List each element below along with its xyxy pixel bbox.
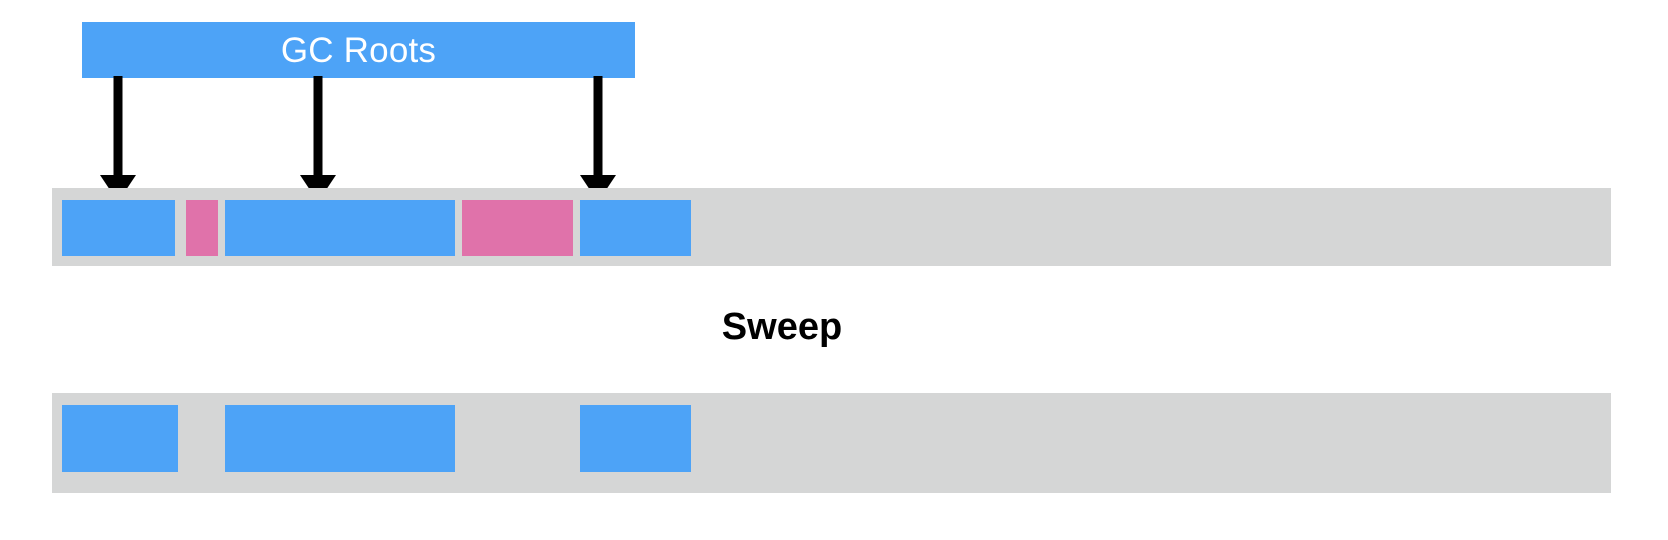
heap-garbage-block	[186, 200, 218, 256]
root-reference-arrow-2	[290, 76, 346, 202]
heap-after-sweep	[52, 393, 1611, 493]
heap-before-sweep	[52, 188, 1611, 266]
heap-live-block	[225, 405, 455, 472]
heap-live-block	[62, 200, 175, 256]
sweep-phase-label: Sweep	[0, 308, 1668, 346]
heap-live-block	[225, 200, 455, 256]
sweep-phase-text: Sweep	[721, 306, 843, 348]
root-reference-arrow-3	[570, 76, 626, 202]
gc-roots-box: GC Roots	[82, 22, 635, 78]
gc-roots-label: GC Roots	[280, 30, 437, 70]
root-reference-arrow-1	[90, 76, 146, 202]
heap-garbage-block	[462, 200, 573, 256]
heap-live-block	[580, 200, 691, 256]
heap-live-block	[62, 405, 178, 472]
heap-live-block	[580, 405, 691, 472]
